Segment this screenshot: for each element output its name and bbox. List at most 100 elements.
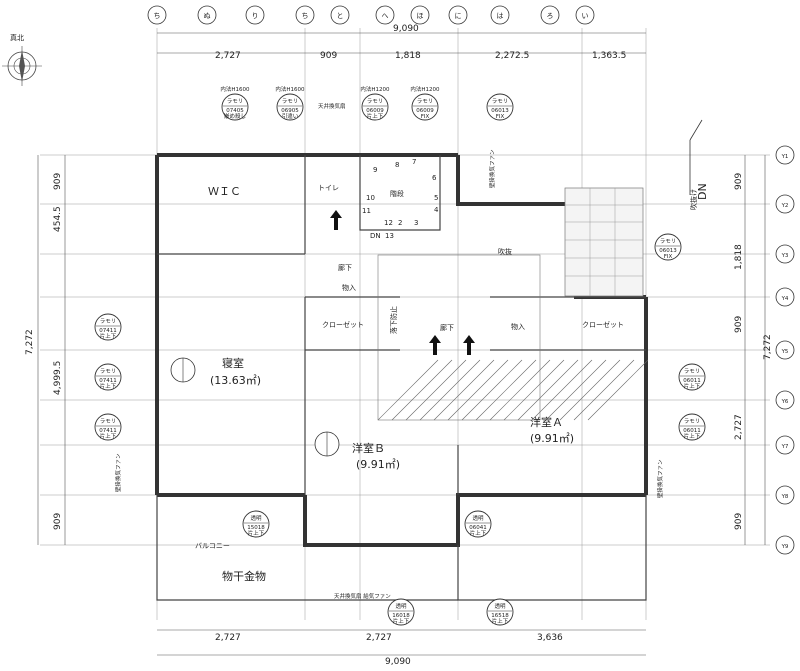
grid-marker [448,5,468,25]
stair-step-2: 2 [398,219,402,227]
dim-top-5: 1,363.5 [592,51,626,61]
window-tag [242,510,270,538]
room-corridor-2: 廊下 [440,323,454,332]
grid-marker [775,435,795,455]
window-tag [654,233,682,261]
stair-step-5: 5 [434,194,438,202]
window-sub: 片上下 [367,112,384,120]
grid-marker-label: ぬ [204,12,211,20]
grid-marker [540,5,560,25]
window-kind: ラモリ [492,98,509,105]
grid-marker [490,5,510,25]
dim-top-total: 9,090 [393,24,419,34]
grid-marker [410,5,430,25]
grid-marker-label: Y6 [781,399,789,405]
grid-marker [775,145,795,165]
grid-marker-label: Y8 [781,494,789,500]
grid-marker-label: Y3 [781,253,789,259]
grid-marker [197,5,217,25]
window-sub: 片上下 [684,382,701,390]
grid-marker-label: ち [154,12,161,20]
dim-right-2: 1,818 [734,244,744,270]
dim-bottom-2: 2,727 [366,633,392,643]
note-fan-top2: 天井換気扇 [318,102,346,110]
note-fan-left: 壁掛換気ファン [114,453,122,492]
window-code: 07405 [226,108,244,114]
window-note: 内法H1200 [410,85,440,93]
window-kind: ラモリ [227,98,244,105]
window-code: 06013 [491,108,509,114]
walls [155,153,648,601]
window-kind: ラモリ [684,418,701,425]
note-fan-top: 壁掛換気ファン [488,149,496,188]
grid-marker-label: Y4 [781,296,789,302]
window-sub: 片上下 [470,529,487,537]
window-kind: 透明 [250,514,262,522]
stair-step-4: 4 [434,206,439,214]
room-balcony: バルコニー [195,542,230,550]
window-code: 07411 [99,428,117,434]
grid-marker-label: Y7 [781,444,789,450]
grid-marker-label: ろ [547,12,554,20]
grid-marker [375,5,395,25]
window-kind: ラモリ [367,98,384,105]
note-fan-bottom: 天井換気扇 給気ファン [334,592,391,600]
dim-top-4: 2,272.5 [495,51,529,61]
room-storage-2: 物入 [511,322,525,331]
window-kind: ラモリ [100,418,117,425]
window-note: 内法H1200 [360,85,390,93]
grid-marker-label: ほ [417,12,424,20]
room-corridor-1: 廊下 [338,263,352,272]
room-bedroom-area: (13.63㎡) [210,374,261,387]
dim-bottom-1: 2,727 [215,633,241,643]
grid-marker-label: へ [382,12,389,20]
grid-lines [40,28,770,620]
grid-marker [295,5,315,25]
grid-marker-label: り [252,12,259,20]
window-code: 06041 [469,525,487,531]
window-sub: 片上下 [492,617,509,625]
window-sub: 片上下 [393,617,410,625]
grid-marker-label: ち [302,12,309,20]
compass-label: 真北 [10,33,24,42]
room-wic: ＷＩＣ [208,185,241,198]
stair-step-6: 6 [432,174,437,182]
window-sub: 片上下 [100,432,117,440]
hall-hatch [377,254,649,421]
window-code: 16018 [392,613,410,619]
dim-top-2: 909 [320,51,337,61]
window-code: 15018 [247,525,265,531]
north-compass-icon [2,46,42,86]
grid-marker-label: い [582,12,589,20]
ac-units [170,357,340,457]
window-code: 07411 [99,328,117,334]
dim-top-3: 1,818 [395,51,421,61]
window-tag [276,93,304,121]
window-tag [361,93,389,121]
window-tag [411,93,439,121]
dim-left-2: 454.5 [53,206,63,232]
grid-marker-label: Y2 [781,203,789,209]
grid-marker [775,287,795,307]
window-tag [94,363,122,391]
grid-marker [147,5,167,25]
grid-marker-label: に [455,12,462,20]
window-sub: FIX [421,114,430,120]
window-sub: 片上下 [100,382,117,390]
grid-marker [775,244,795,264]
window-sub: 片上下 [100,332,117,340]
window-tag [94,413,122,441]
window-note: 内法H1600 [275,85,305,93]
grid-marker-label: Y9 [781,544,789,550]
stair-dn: DN [370,232,381,240]
window-code: 06011 [683,428,701,434]
grid-marker [245,5,265,25]
window-kind: ラモリ [100,318,117,325]
window-sub: 引違い [282,112,299,120]
window-kind: ラモリ [100,368,117,375]
window-code: 06905 [281,108,299,114]
stair-fall-label: 落下防止 [389,306,398,334]
dim-right-total: 7,272 [763,334,773,360]
dim-right-1: 909 [734,173,744,190]
